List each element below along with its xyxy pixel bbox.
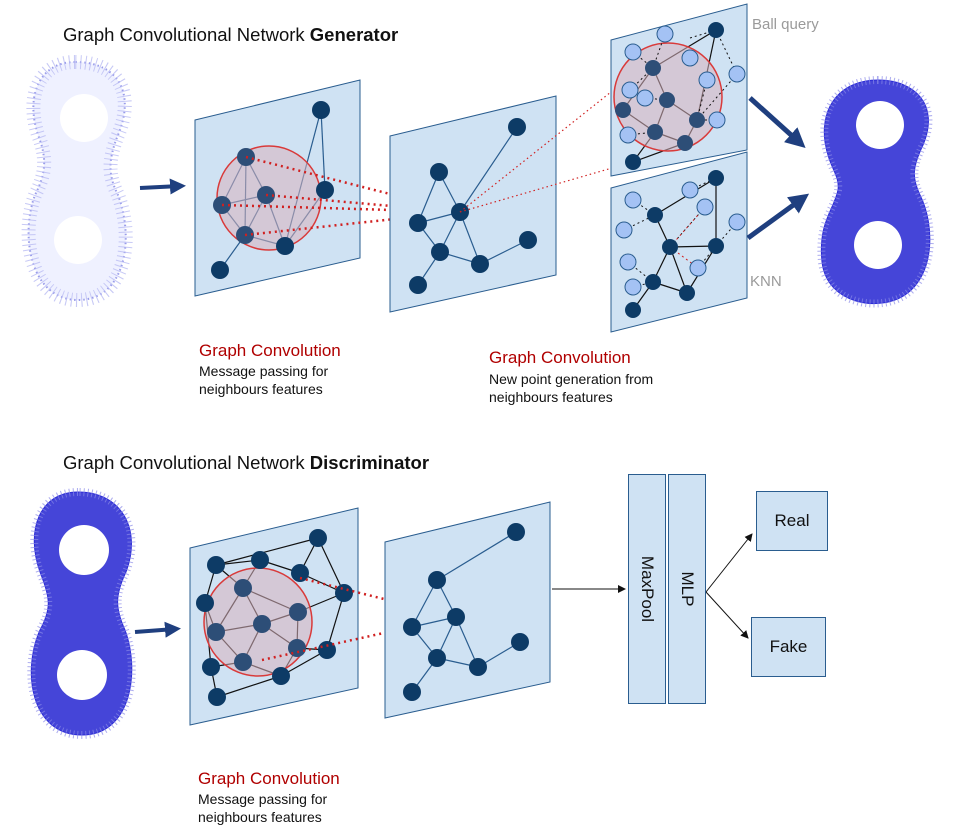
mlp-block: MLP: [668, 474, 706, 704]
generator-generation-lines: [459, 87, 617, 213]
generator-panel-1-nodes: [211, 101, 334, 279]
generator-title-bold: Generator: [309, 24, 399, 45]
generator-input-point-cloud: [21, 54, 133, 308]
generator-conv1-title: Graph Convolution: [199, 341, 341, 360]
to-real-arrow: [705, 533, 753, 593]
discriminator-input-arrow: [134, 621, 181, 638]
generator-input-arrow: [139, 178, 186, 195]
generator-conv1-desc: Message passing for neighbours features: [199, 363, 329, 397]
discriminator-panel-2: [384, 501, 551, 719]
maxpool-block: MaxPool: [628, 474, 666, 704]
knn-nodes-dark: [625, 170, 724, 318]
discriminator-input-point-cloud: [27, 487, 136, 740]
ball-query-label: Ball query: [752, 16, 819, 33]
discriminator-panel-2-nodes: [403, 523, 529, 701]
discriminator-conv1-desc: Message passing for neighbours features: [198, 791, 328, 825]
mlp-label: MLP: [678, 571, 697, 607]
generator-title: Graph Convolutional Network Generator: [63, 24, 398, 46]
real-label: Real: [774, 511, 810, 530]
generator-title-prefix: Graph Convolutional Network: [63, 24, 310, 45]
discriminator-conv1-title: Graph Convolution: [198, 769, 340, 788]
ball-query-output-arrow: [748, 96, 806, 149]
knn-label: KNN: [750, 273, 782, 290]
discriminator-title-prefix: Graph Convolutional Network: [63, 452, 310, 473]
generator-conv2-desc: New point generation from neighbours fea…: [489, 371, 654, 405]
knn-nodes-light: [615, 181, 746, 296]
discriminator-title-bold: Discriminator: [309, 452, 430, 473]
real-output-box: Real: [756, 491, 828, 551]
knn-panel: [610, 151, 748, 333]
maxpool-label: MaxPool: [638, 555, 657, 623]
discriminator-title: Graph Convolutional Network Discriminato…: [63, 452, 429, 474]
knn-output-arrow: [746, 193, 810, 241]
discriminator-panel-1-nodes-outer: [196, 529, 353, 706]
generator-panel-2: [389, 95, 557, 313]
to-fake-arrow: [705, 591, 749, 639]
ball-query-nodes-dark: [615, 22, 724, 170]
generator-output-point-cloud: [817, 75, 934, 308]
fake-output-box: Fake: [751, 617, 826, 677]
generator-conv2-title: Graph Convolution: [489, 348, 631, 367]
ball-query-nodes-light: [619, 25, 746, 144]
fake-label: Fake: [769, 637, 808, 656]
